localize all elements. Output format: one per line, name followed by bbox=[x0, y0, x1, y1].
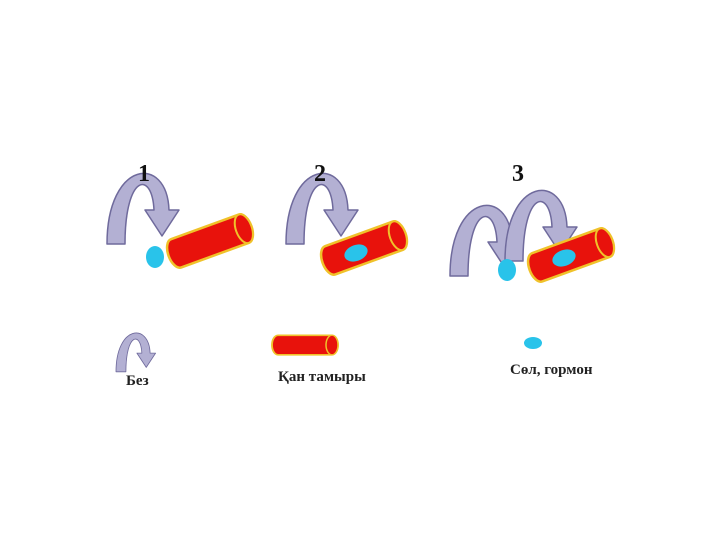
panel-number-1: 1 bbox=[138, 161, 150, 187]
secretion-droplet-icon bbox=[498, 259, 516, 281]
secretion-droplet-icon bbox=[146, 246, 164, 268]
legend-gland-icon bbox=[115, 332, 157, 373]
blood-vessel-icon bbox=[162, 210, 258, 272]
panel-3 bbox=[449, 189, 619, 286]
panel-1 bbox=[106, 172, 258, 272]
legend bbox=[115, 332, 542, 373]
blood-vessel-icon bbox=[316, 217, 412, 279]
panel-number-3: 3 bbox=[512, 161, 524, 187]
secretion-droplet-icon bbox=[344, 244, 368, 262]
blood-vessel-icon bbox=[523, 224, 619, 286]
legend-vessel-icon bbox=[271, 334, 339, 356]
legend-gland-label: Без bbox=[126, 373, 149, 389]
legend-vessel-label: Қан тамыры bbox=[278, 369, 366, 385]
secretion-droplet-icon bbox=[552, 249, 576, 267]
panel-2 bbox=[285, 172, 412, 279]
legend-secretion-label: Сөл, гормон bbox=[510, 362, 593, 378]
legend-secretion-icon bbox=[524, 337, 542, 349]
panel-number-2: 2 bbox=[314, 161, 326, 187]
